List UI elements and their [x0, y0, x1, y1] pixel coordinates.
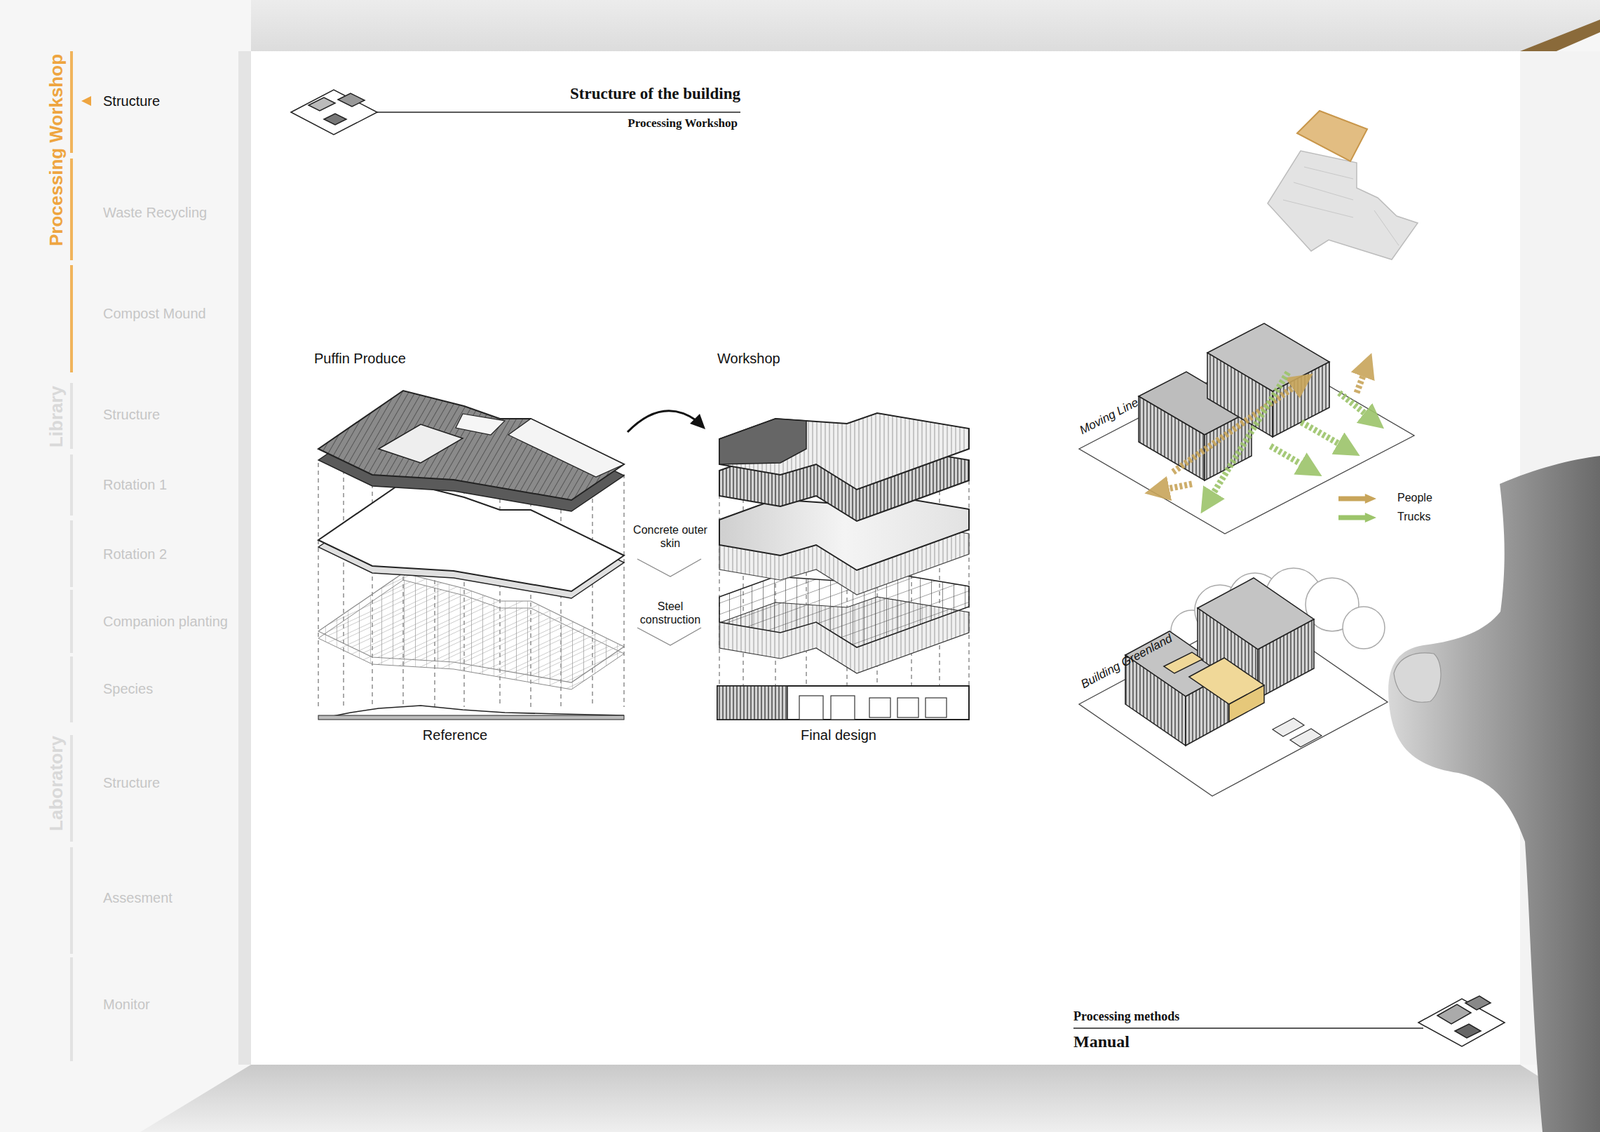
menu-item: Rotation 1 — [103, 476, 167, 493]
footer-label: Processing methods — [1073, 1008, 1180, 1025]
menu-item: Rotation 2 — [103, 545, 167, 563]
diagram-label: Building Greenland — [1078, 631, 1175, 692]
drawing-caption: Final design — [800, 726, 877, 744]
legend-swatch — [1338, 493, 1377, 504]
menu-item: Monitor — [103, 995, 151, 1013]
section-tab: Processing Workshop — [45, 53, 68, 247]
footer-title: Manual — [1073, 1031, 1130, 1052]
page-title: Structure of the building — [570, 84, 741, 104]
menu-item: Species — [103, 680, 153, 697]
layer-label: Concrete outer skin — [631, 523, 709, 550]
section-tab: Library — [45, 385, 68, 448]
menu-item: Compost Mound — [103, 304, 207, 322]
menu-item: Companion planting — [103, 612, 228, 630]
legend-swatch — [1338, 512, 1377, 523]
diagram-label: Moving Line — [1077, 395, 1142, 438]
legend-text: Trucks — [1397, 509, 1431, 524]
menu-item-active: Structure — [103, 92, 160, 110]
drawing-label: Workshop — [717, 349, 781, 367]
layer-label: Steel construction — [631, 599, 709, 627]
legend-text: People — [1397, 490, 1433, 505]
menu-item: Assesment — [103, 889, 173, 906]
menu-item: Structure — [103, 774, 160, 791]
drawing-label: Puffin Produce — [314, 349, 406, 367]
menu-item: Waste Recycling — [103, 204, 207, 221]
subtitle: Processing Workshop — [627, 116, 738, 131]
section-tab: Laboratory — [45, 735, 68, 831]
drawing-caption: Reference — [422, 726, 488, 744]
menu-item: Structure — [103, 405, 160, 423]
